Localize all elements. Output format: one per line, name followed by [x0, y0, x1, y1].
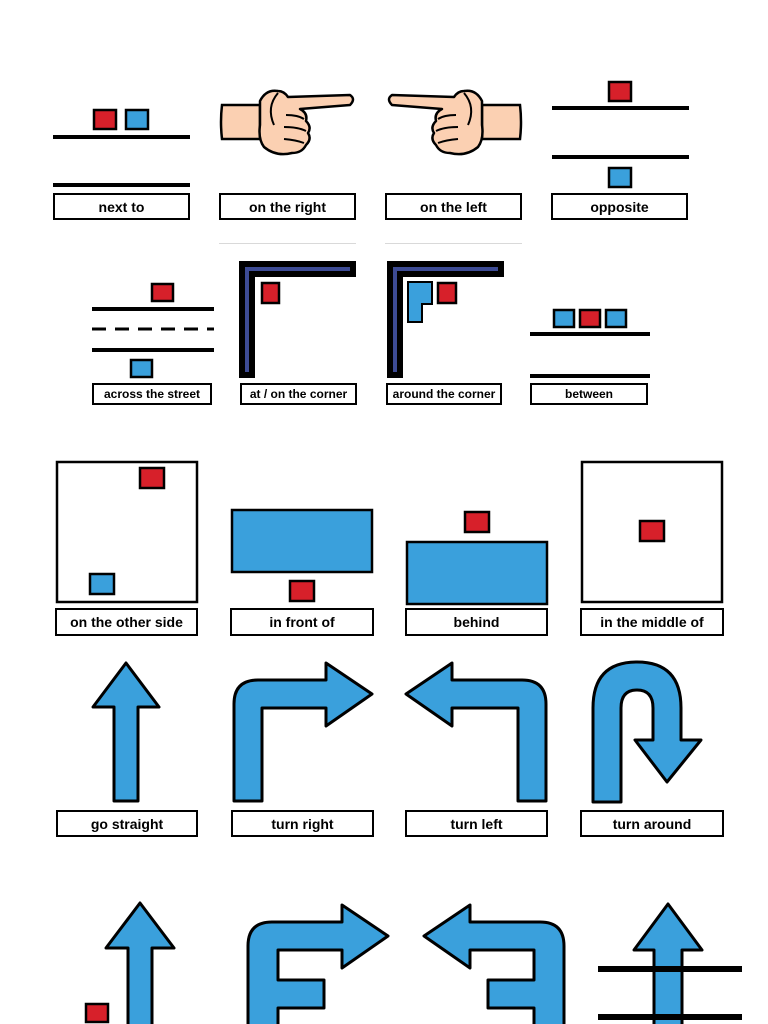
label-in-the-middle-of: in the middle of — [580, 608, 724, 636]
label-on-the-left: on the left — [385, 193, 522, 220]
blue-square — [88, 572, 116, 596]
label-on-the-other-side: on the other side — [55, 608, 198, 636]
label-opposite: opposite — [551, 193, 688, 220]
hand-pointing-left-icon — [387, 89, 523, 156]
red-square — [436, 281, 458, 305]
red-square — [150, 282, 175, 303]
label-between: between — [530, 383, 648, 405]
in-front-of-illustration — [230, 508, 374, 603]
double-turn-right-arrow-icon — [246, 903, 390, 1024]
opposite-illustration — [552, 80, 689, 189]
label-next-to: next to — [53, 193, 190, 220]
label-turn-right: turn right — [231, 810, 374, 837]
blue-shape — [407, 281, 433, 323]
red-square — [607, 80, 633, 103]
blue-square — [607, 166, 633, 189]
blue-square — [604, 308, 628, 329]
blue-rectangle — [230, 508, 374, 574]
turn-left-arrow-icon — [404, 661, 548, 803]
double-turn-left-arrow-icon — [422, 903, 566, 1024]
blue-rectangle — [405, 540, 549, 606]
label-turn-left: turn left — [405, 810, 548, 837]
blue-square — [552, 308, 576, 329]
arrow-up-icon — [91, 661, 161, 803]
label-across-the-street: across the street — [92, 383, 212, 405]
around-the-corner-illustration — [387, 261, 504, 378]
label-on-the-right: on the right — [219, 193, 356, 220]
divider — [219, 243, 356, 244]
arrow-up-with-square-illustration — [84, 901, 176, 1024]
label-go-straight: go straight — [56, 810, 198, 837]
blue-square — [124, 108, 150, 131]
red-square — [84, 1002, 110, 1024]
label-around-the-corner: around the corner — [386, 383, 502, 405]
in-the-middle-of-illustration — [580, 460, 724, 604]
hand-pointing-right-icon — [219, 89, 355, 156]
blue-square — [129, 358, 154, 379]
at-on-the-corner-illustration — [239, 261, 356, 378]
red-square — [260, 281, 281, 305]
red-square — [288, 579, 316, 603]
red-square — [463, 510, 491, 534]
across-the-street-illustration — [92, 282, 214, 379]
label-in-front-of: in front of — [230, 608, 374, 636]
divider — [385, 243, 522, 244]
turn-right-arrow-icon — [232, 661, 374, 803]
between-illustration — [530, 308, 650, 378]
label-behind: behind — [405, 608, 548, 636]
behind-illustration — [405, 510, 549, 606]
label-at-on-the-corner: at / on the corner — [240, 383, 357, 405]
next-to-illustration — [53, 108, 190, 187]
red-square — [92, 108, 118, 131]
cross-street-arrow-icon — [598, 902, 742, 1024]
red-square — [638, 519, 666, 543]
label-turn-around: turn around — [580, 810, 724, 837]
red-square — [578, 308, 602, 329]
on-the-other-side-illustration — [55, 460, 199, 604]
red-square — [138, 466, 166, 490]
u-turn-arrow-icon — [591, 660, 703, 804]
